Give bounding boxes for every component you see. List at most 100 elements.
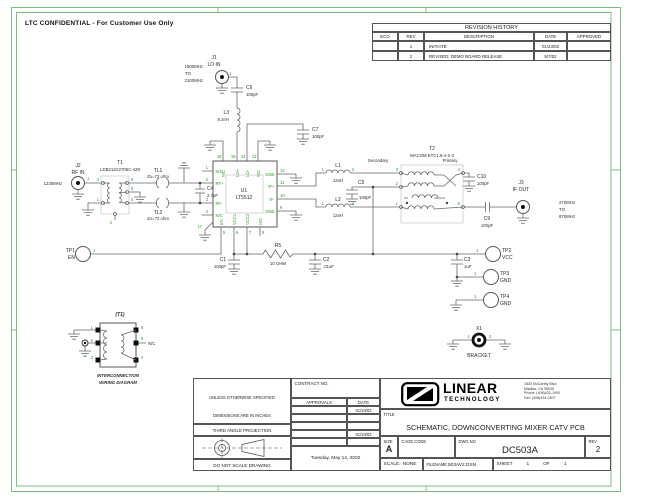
c9-val: 100pF <box>481 223 494 228</box>
if-output-section: L1 12nH 1 2 L2 12nH 1 2 T2 MACOM ETC1.6-… <box>277 146 575 254</box>
note-line: UNLESS OTHERWISE SPECIFIED <box>209 394 275 400</box>
tp1-pin: 1 <box>93 248 96 253</box>
scale-value: NONE <box>402 462 417 467</box>
c1-ref: C1 <box>220 257 227 263</box>
address-line: 1630 McCarthy Blvd. <box>524 382 558 386</box>
approval-row-drawn: DRAWNL.SANTOS <box>291 406 347 414</box>
u1-pin12-num: 12 <box>280 168 285 173</box>
it-pin6: 6 <box>141 325 144 330</box>
company-address: 1630 McCarthy Blvd. Milpitas, CA 95035 P… <box>524 382 560 401</box>
rev-row1-date: 01/23/02 <box>534 41 567 51</box>
title-label: TITLE <box>383 411 395 417</box>
j2-freq: 1230MHz <box>44 181 62 186</box>
u1-pin2-num: 2 <box>206 177 209 182</box>
tp4-ref: TP4 <box>500 294 509 300</box>
it-nc-label: N/C <box>148 341 155 346</box>
j2-connector <box>71 176 85 190</box>
t1-pin5: 5 <box>131 186 134 191</box>
sheet-value: 1 <box>526 462 530 467</box>
rev-row1-description: INITIATE <box>424 41 534 51</box>
l1-pin1: 1 <box>322 167 325 172</box>
u1-pin1-label: N/C <box>216 169 223 174</box>
rev-row2-date: 5/7/02 <box>534 51 567 61</box>
j3-freq-2: TO <box>559 207 566 212</box>
cage-code-cell: CAGE CODE <box>398 436 455 458</box>
x1-pin1: 1 <box>468 334 471 339</box>
c2-ref: C2 <box>323 257 330 263</box>
tl1-ref: TL1 <box>154 168 163 174</box>
j2-name: RF IN <box>71 170 84 176</box>
approval-row-engineer: ENGINEERVLAD D. <box>291 430 347 438</box>
j1-pin: 1 <box>229 71 232 76</box>
interconnection-diagram: (T1) 1 2 3 6 5 4 N/C INTERCONNECTION WIR… <box>67 312 155 385</box>
c6-val: 100pF <box>246 92 259 97</box>
u1-pin4-num: 4 <box>206 209 209 214</box>
sheet-of-value: 1 <box>563 462 567 467</box>
c6-ref: C6 <box>246 85 253 91</box>
rev-row1-eco <box>372 41 398 51</box>
filename-cell: FILENAME503AV2.DSN <box>423 458 493 471</box>
t1-pin1: 1 <box>97 197 100 202</box>
rev-row1-rev: 1 <box>398 41 424 51</box>
filename-label: FILENAME <box>426 462 447 467</box>
r5-resistor <box>262 249 294 259</box>
lo-input-section: J1 LO IN 1500MHz TO 2100MHz 1 C6 100pF L… <box>185 55 325 161</box>
l2-ref: L2 <box>335 197 341 203</box>
u1-part: LT5512 <box>236 195 253 201</box>
u1-pin1-num: 1 <box>206 165 209 170</box>
j3-ref: J3 <box>518 180 524 186</box>
date-header: DATE <box>347 398 380 406</box>
it-ref: (T1) <box>115 312 125 318</box>
approval-row-approved: APPROVED <box>291 422 347 430</box>
tp2-ref: TP2 <box>502 248 511 254</box>
dwg-no-cell: DWG NO DC503A <box>455 436 585 458</box>
u1-pin15-num: 15 <box>231 154 236 159</box>
c10-val: 100pF <box>477 181 490 186</box>
size-cell: SIZE A <box>380 436 398 458</box>
contract-cell: CONTRACT NO. <box>291 378 380 398</box>
u1-pin4-label: N/C <box>216 213 223 218</box>
rev-row2-eco <box>372 51 398 61</box>
u1-pin8-label: N/C <box>258 218 263 225</box>
u1-pin8-num: 8 <box>262 230 265 235</box>
drawing-title: SCHEMATIC, DOWNCONVERTING MIXER CATV PCB <box>406 422 585 432</box>
l2-pin2: 2 <box>352 201 355 206</box>
u1-ref: U1 <box>241 188 248 194</box>
x1-bracket <box>471 332 487 348</box>
tp3-name: GND <box>500 278 512 284</box>
address-line: Milpitas, CA 95035 <box>524 386 554 391</box>
rev-header-approved: APPROVED <box>567 32 611 41</box>
rev-header-description: DESCRIPTION <box>424 32 534 41</box>
l3-ref: L3 <box>223 110 229 116</box>
rev-label: REV <box>588 438 597 444</box>
u1-pin3-label: RF- <box>216 201 224 206</box>
rev-row2-rev: 2 <box>398 51 424 61</box>
tolerance-notes: UNLESS OTHERWISE SPECIFIED DIMENSIONS AR… <box>193 378 291 424</box>
t2-primary-label: Primary <box>443 158 459 163</box>
u1-pin10-num: 10 <box>280 193 285 198</box>
u1-pin14-num: 14 <box>241 154 246 159</box>
tp4-testpoint <box>483 292 499 308</box>
title-cell: TITLE SCHEMATIC, DOWNCONVERTING MIXER CA… <box>380 409 611 436</box>
revision-history-title: REVISION HISTORY <box>372 23 611 32</box>
tp4-pin: 1 <box>474 294 477 299</box>
it-caption-2: WIRING DIAGRAM <box>99 380 137 385</box>
rev-value: 2 <box>595 444 601 454</box>
u1-pin13-num: 13 <box>252 154 257 159</box>
t2-ref: T2 <box>429 146 435 152</box>
u1-pin16-label: N/C <box>221 170 226 177</box>
it-pin1: 1 <box>91 325 94 330</box>
l1-val: 12nH <box>333 178 343 183</box>
u1-mixer-ic: U1 LT5512 1 2 3 4 N/C RF+ RF- N/C 12 11 … <box>197 154 285 241</box>
u1-pin7-num: 7 <box>249 230 252 235</box>
j1-name: LO IN <box>207 62 220 68</box>
u1-pin16-num: 16 <box>217 154 222 159</box>
u1-pin15-label: LO+ <box>235 168 240 177</box>
address-line: Fax: (408)434-0507 <box>524 396 556 401</box>
t2-pin3: 3 <box>396 167 399 172</box>
j2-pin: 1 <box>87 176 90 181</box>
l1-ref: L1 <box>335 163 341 169</box>
u1-pin5-label: EN <box>219 219 224 225</box>
